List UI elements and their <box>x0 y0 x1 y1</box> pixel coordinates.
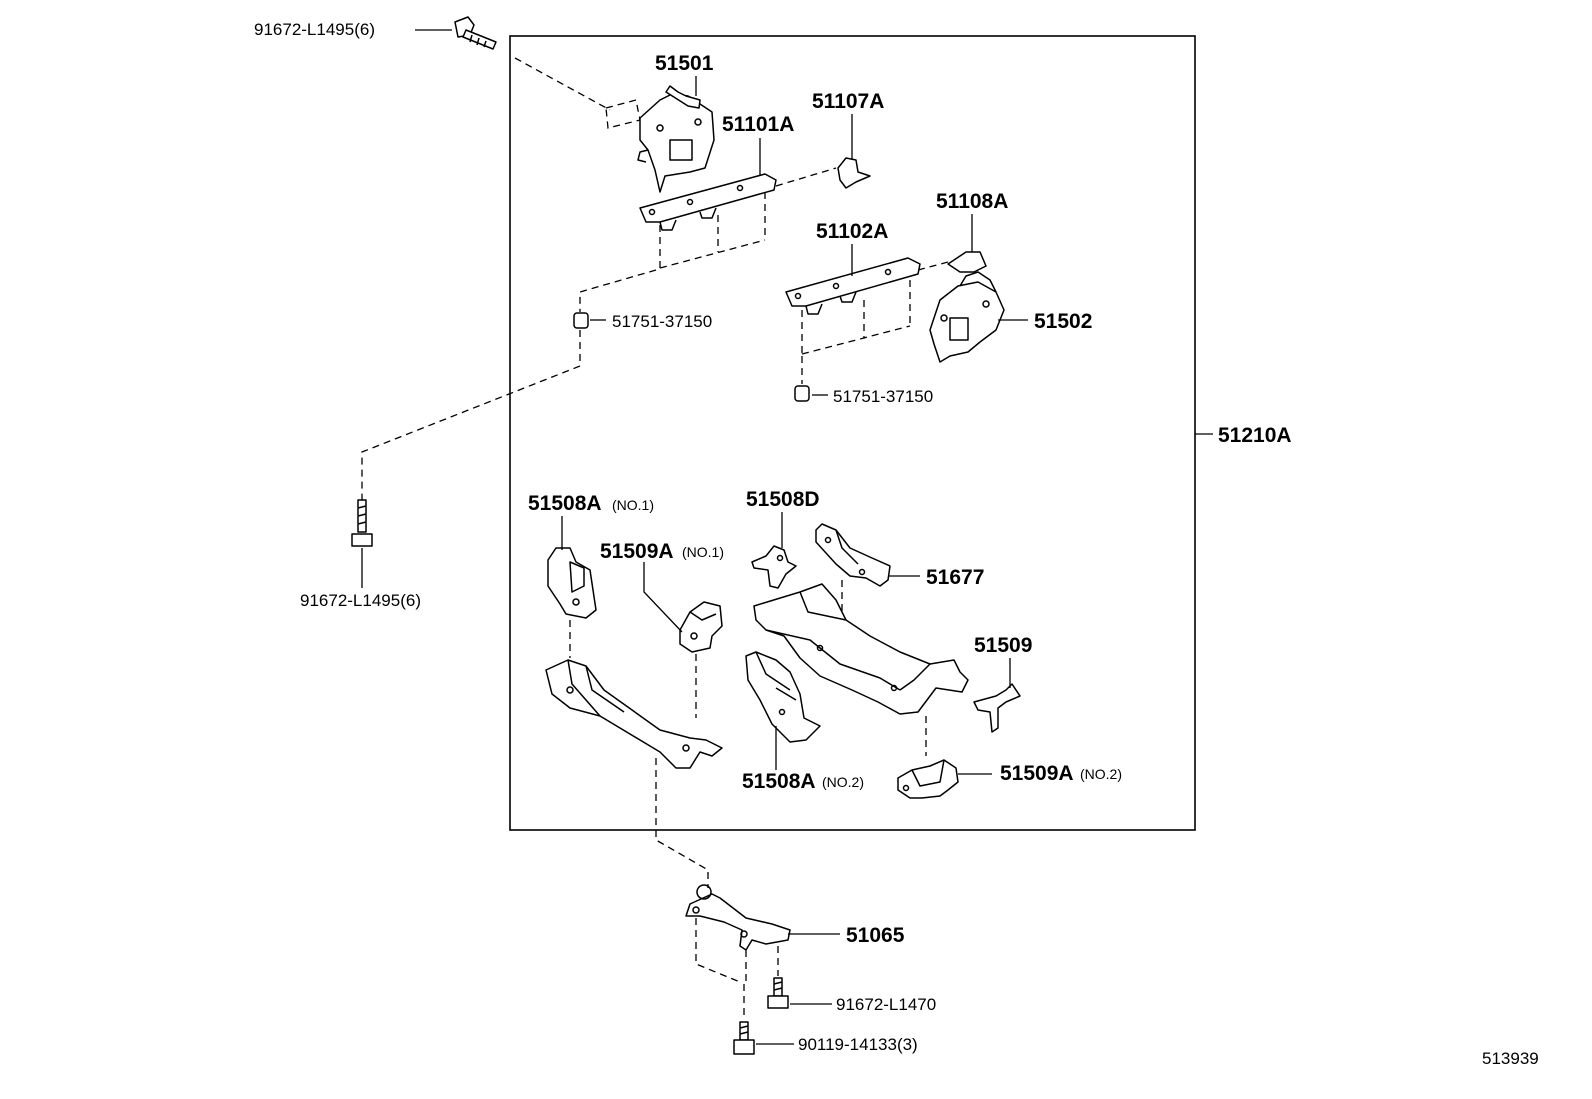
label-cushion-left: 51751-37150 <box>612 312 712 331</box>
label-51508a-no2: 51508A <box>742 770 816 793</box>
dash-line-top-bolt <box>514 57 611 111</box>
label-51107a: 51107A <box>812 90 884 113</box>
label-51065: 51065 <box>846 924 905 947</box>
label-51102a: 51102A <box>816 220 888 243</box>
part-crossmember-lower-left-icon <box>545 659 723 888</box>
label-51501: 51501 <box>655 52 714 75</box>
part-51108a-icon <box>947 214 987 273</box>
part-51509a-no2-icon <box>897 759 992 799</box>
dash-line-51101a-51107a <box>775 167 837 187</box>
part-51107a-icon <box>837 114 871 189</box>
part-51501-icon <box>605 76 715 193</box>
bolt-90119-icon <box>733 1021 794 1055</box>
bolt-91672-l1470-icon <box>767 977 832 1009</box>
label-51108a: 51108A <box>936 190 1008 213</box>
figure-reference-number: 513939 <box>1482 1049 1539 1068</box>
part-51508d-icon <box>751 512 797 589</box>
label-51509a-no2: 51509A <box>1000 762 1074 785</box>
label-51508d: 51508D <box>746 488 820 511</box>
bolt-top-icon <box>415 16 497 50</box>
label-51508a-no1: 51508A <box>528 492 602 515</box>
part-51509-icon <box>973 658 1021 733</box>
label-51509a-no1: 51509A <box>600 540 674 563</box>
cushion-left-icon <box>361 269 657 500</box>
assembly-frame <box>509 35 1196 831</box>
label-bolt-91672-l1470: 91672-L1470 <box>836 995 936 1014</box>
part-51509a-no1-icon <box>643 562 723 718</box>
label-51509: 51509 <box>974 634 1032 657</box>
label-51677: 51677 <box>926 566 984 589</box>
label-51210a: 51210A <box>1218 424 1292 447</box>
cushion-right-icon <box>794 356 828 402</box>
part-51508a-no1-icon <box>547 516 597 658</box>
label-bolt-left: 91672-L1495(6) <box>300 591 421 610</box>
part-51101a-icon <box>639 138 777 269</box>
label-51508a-no2-qualifier: (NO.2) <box>822 774 864 790</box>
part-51677-icon <box>815 523 920 680</box>
part-51502-icon <box>929 271 1028 363</box>
label-51508a-no1-qualifier: (NO.1) <box>612 497 654 513</box>
label-cushion-right: 51751-37150 <box>833 387 933 406</box>
bolt-left-icon <box>351 499 373 588</box>
part-51508a-no2-icon <box>745 651 821 770</box>
label-51101a: 51101A <box>722 113 794 136</box>
label-bolt-90119: 90119-14133(3) <box>798 1035 918 1054</box>
part-51065-icon <box>685 884 840 1020</box>
label-51509a-no1-qualifier: (NO.1) <box>682 544 724 560</box>
label-51502: 51502 <box>1034 310 1092 333</box>
part-51102a-icon <box>785 244 921 355</box>
label-bolt-top: 91672-L1495(6) <box>254 20 375 39</box>
dash-line-51102a-51108a <box>917 261 949 271</box>
part-crossmember-center-icon <box>753 583 969 756</box>
label-51509a-no2-qualifier: (NO.2) <box>1080 766 1122 782</box>
